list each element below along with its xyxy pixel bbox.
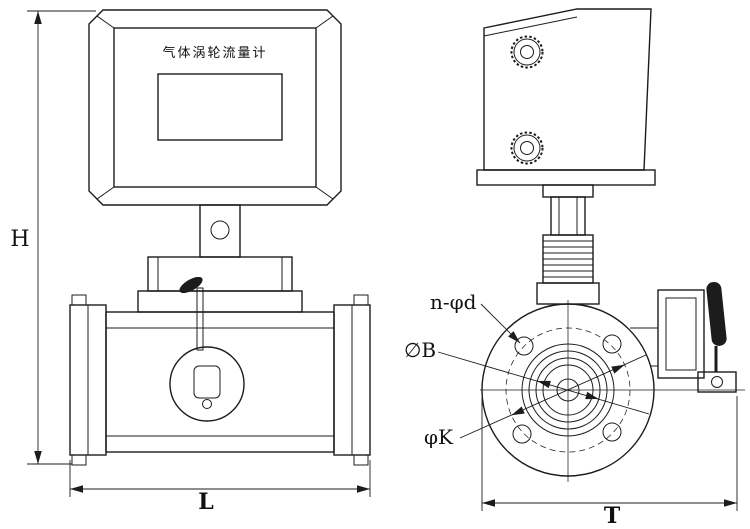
flange-bolt-tab (71, 454, 87, 466)
lever-rod (196, 287, 204, 351)
bezel-corner-line (315, 15, 334, 29)
meter-body (105, 256, 335, 453)
flange-bolt-tab (71, 294, 87, 306)
bolt-circle-arrow-left (511, 406, 525, 416)
valve-bracket-inner (665, 297, 697, 371)
pivot-block (697, 371, 737, 393)
gland-center (520, 45, 534, 59)
bolt-holes (512, 334, 622, 444)
body-lever (179, 276, 204, 351)
bolt-circle-label: φK (424, 425, 454, 449)
valve-bracket (657, 289, 705, 379)
bore-label: ∅B (404, 338, 436, 362)
annotation-bolt-holes: n-φd (430, 290, 521, 344)
lever-handle (179, 276, 203, 294)
gland-cap (513, 38, 541, 66)
h-dimension-label: H (10, 227, 29, 252)
bolt-pitch-circle (505, 327, 631, 453)
front-view: 气体涡轮流量计 (69, 9, 371, 466)
rotor-pin (202, 399, 212, 409)
bore-arrow-right (585, 391, 599, 400)
gland-center (520, 141, 534, 155)
display-head: 气体涡轮流量计 (88, 9, 342, 206)
l-dimension-label: L (198, 489, 213, 515)
bolt-hole (514, 336, 534, 356)
flange-outer-circle (481, 303, 655, 477)
bolt-holes-label: n-φd (430, 290, 477, 314)
flange-bolt-tab (353, 294, 369, 306)
housing-outline (483, 8, 652, 171)
hand-lever-grip (706, 282, 727, 346)
gland-cap (513, 134, 541, 162)
bolt-holes-leader (480, 303, 521, 344)
bore-arrow-left (537, 380, 551, 389)
annotation-bore: ∅B (404, 338, 650, 415)
knurled-ring (510, 35, 544, 69)
flange-bolt-tab (353, 454, 369, 466)
flange-left (69, 294, 107, 466)
bolt-hole (602, 334, 622, 354)
fin-lines (543, 240, 593, 278)
bezel-corner-line (96, 186, 115, 200)
dimension-h: H (10, 10, 96, 465)
bore-rings (521, 343, 615, 437)
rotor-insert (193, 365, 221, 399)
housing-cover-lip (483, 16, 578, 37)
t-dimension-label: T (604, 503, 621, 529)
flange-right (333, 294, 371, 466)
sight-glass (169, 346, 245, 422)
bezel-corner-line (96, 15, 115, 29)
knurled-ring (510, 131, 544, 165)
cable-gland-knob-bottom (510, 131, 544, 165)
display-face (113, 27, 317, 188)
bolt-hole (512, 424, 532, 444)
flange-face (480, 300, 745, 482)
bolt-circle-arrow-right (611, 364, 625, 374)
display-head-bezel (88, 9, 342, 206)
neck-nut (210, 220, 230, 240)
pivot-pin (711, 376, 723, 388)
dimension-t: T (481, 396, 738, 529)
lcd-screen (157, 73, 283, 141)
cable-gland-knob-top (510, 35, 544, 69)
bolt-hole (602, 422, 622, 442)
viewport-circle (169, 346, 245, 422)
valve-handle-assembly (630, 282, 737, 393)
side-view (476, 8, 745, 482)
bezel-corner-line (315, 186, 334, 200)
annotation-bolt-circle: φK (424, 354, 647, 449)
display-title-text: 气体涡轮流量计 (162, 45, 267, 61)
dimension-l: L (69, 460, 371, 515)
